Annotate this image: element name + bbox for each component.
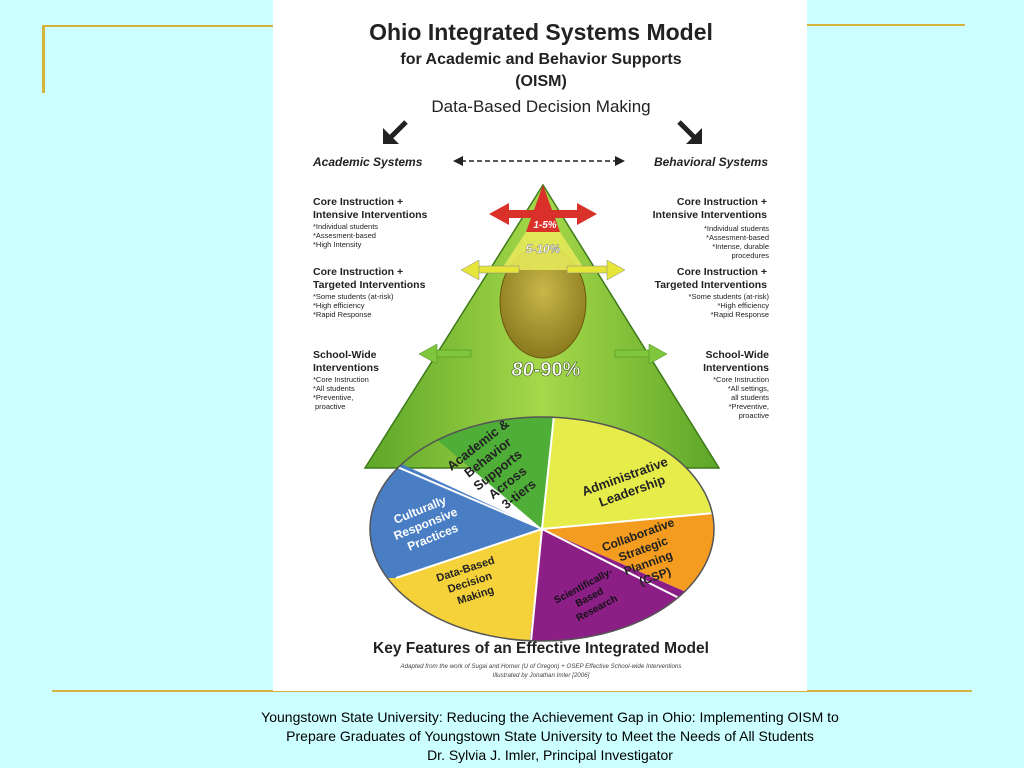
right-tier1-bullet: *Preventive, xyxy=(729,402,769,411)
segment-collaborative xyxy=(542,500,714,600)
top-left-horizontal-line xyxy=(42,25,273,27)
tier2-band xyxy=(501,232,585,270)
right-tier3-title-1: Core Instruction + xyxy=(677,196,767,208)
right-tier2-title-1: Core Instruction + xyxy=(677,266,767,278)
tier1-green-arrows-icon xyxy=(418,343,668,365)
tier2-yellow-arrows-icon xyxy=(460,259,626,281)
oism-diagram-panel: Ohio Integrated Systems Model for Academ… xyxy=(273,0,807,691)
right-tier1-title-1: School-Wide xyxy=(706,349,770,361)
tier3-percent: 1-5% xyxy=(533,220,556,231)
left-tier3-bullet: *Assesment-based xyxy=(313,231,376,240)
left-tier3-title-1: Core Instruction + xyxy=(313,196,403,208)
left-tier1-bullet: *All students xyxy=(313,384,355,393)
right-tier3-bullet: *Individual students xyxy=(704,224,769,233)
right-tier1-bullet: proactive xyxy=(739,411,769,420)
tier3-tip xyxy=(526,185,560,232)
oism-diagram: Ohio Integrated Systems Model for Academ… xyxy=(312,19,770,679)
data-based-heading: Data-Based Decision Making xyxy=(431,97,650,116)
pie-outline xyxy=(369,416,715,642)
footer-line-2: Prepare Graduates of Youngstown State Un… xyxy=(286,728,814,744)
segment-academic xyxy=(370,417,555,529)
footer-line-3: Dr. Sylvia J. Imler, Principal Investiga… xyxy=(427,747,673,763)
left-tier2-bullet: *Rapid Response xyxy=(313,310,371,319)
bottom-divider-line xyxy=(52,690,972,692)
right-tier1-title-2: Interventions xyxy=(703,362,769,374)
right-tier3-title-2: Intensive Interventions xyxy=(653,209,768,221)
key-features-title: Key Features of an Effective Integrated … xyxy=(373,640,709,657)
down-left-arrow-icon xyxy=(383,120,408,144)
footer-line-1: Youngstown State University: Reducing th… xyxy=(261,709,839,725)
segment-culturally xyxy=(370,417,542,578)
behavioral-systems-label: Behavioral Systems xyxy=(654,155,768,169)
left-tier2-title-2: Targeted Interventions xyxy=(313,279,426,291)
credits-line-1: Adapted from the work of Sugai and Horne… xyxy=(400,663,682,670)
left-tier2-title-1: Core Instruction + xyxy=(313,266,403,278)
right-tier2-bullet: *High efficiency xyxy=(717,301,769,310)
left-tier2-bullet: *High efficiency xyxy=(313,301,365,310)
top-left-vertical-line xyxy=(42,25,45,93)
left-tier3-title-2: Intensive Interventions xyxy=(313,209,428,221)
right-tier1-bullet: all students xyxy=(731,393,769,402)
tier2-percent: 5-10% xyxy=(526,242,561,256)
double-headed-dashed-arrow-icon xyxy=(453,156,625,166)
left-tier3-bullet: *Individual students xyxy=(313,222,378,231)
down-right-arrow-icon xyxy=(677,120,702,144)
left-tier1-bullet: *Preventive, xyxy=(313,393,353,402)
right-tier2-bullet: *Rapid Response xyxy=(711,310,769,319)
segment-administrative xyxy=(542,417,714,529)
left-tier2-bullet: *Some students (at-risk) xyxy=(313,292,394,301)
slide-footer: Youngstown State University: Reducing th… xyxy=(200,708,900,765)
right-tier3-bullet: *Assesment-based xyxy=(706,233,769,242)
left-tier1-title-1: School-Wide xyxy=(313,349,377,361)
right-tier2-bullet: *Some students (at-risk) xyxy=(689,292,770,301)
left-tier1-bullet: *Core Instruction xyxy=(313,375,369,384)
left-tier1-bullet: proactive xyxy=(315,402,345,411)
credits-line-2: Illustrated by Jonathan Imler [2006] xyxy=(493,672,590,679)
right-tier3-bullet: procedures xyxy=(731,251,769,260)
academic-systems-label: Academic Systems xyxy=(312,155,423,169)
left-tier3-bullet: *High Intensity xyxy=(313,240,362,249)
left-tier1-title-2: Interventions xyxy=(313,362,379,374)
right-tier2-title-2: Targeted Interventions xyxy=(655,279,768,291)
diagram-acronym: (OISM) xyxy=(515,73,567,90)
diagram-title: Ohio Integrated Systems Model xyxy=(369,19,713,45)
tier1-percent: 80-90% xyxy=(512,359,581,381)
left-tier-descriptions: Core Instruction + Intensive Interventio… xyxy=(313,196,428,411)
segment-scientific xyxy=(523,529,686,641)
right-tier1-bullet: *All settings, xyxy=(728,384,769,393)
right-tier-descriptions: Core Instruction + Intensive Interventio… xyxy=(653,196,770,420)
right-tier1-bullet: *Core Instruction xyxy=(713,375,769,384)
right-tier3-bullet: *Intense, durable xyxy=(712,242,769,251)
diagram-subtitle: for Academic and Behavior Supports xyxy=(400,51,681,68)
tier3-red-double-arrow-icon xyxy=(489,203,597,225)
top-right-horizontal-line xyxy=(807,24,965,26)
